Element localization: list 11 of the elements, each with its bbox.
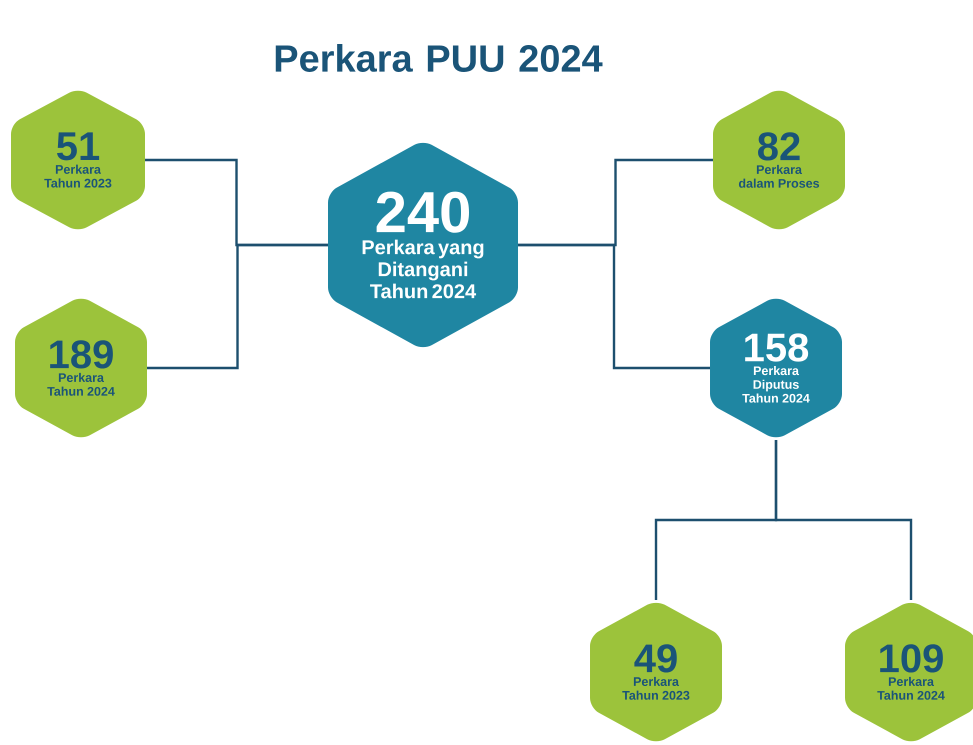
title: Perkara PUU 2024 xyxy=(276,44,602,72)
hexagon: 240 Perkara yang Ditangani Tahun 2024 xyxy=(328,142,518,348)
hexagon: 109 Perkara Tahun 2024 xyxy=(845,602,973,742)
hexagon: 51 Perkara Tahun 2023 xyxy=(11,90,145,230)
hexagon: 82 Perkara dalam Proses xyxy=(713,90,846,230)
connector-line xyxy=(147,244,328,370)
hexagon: 49 Perkara Tahun 2023 xyxy=(590,602,722,742)
hexagon: 158 Perkara Diputus Tahun 2024 xyxy=(710,298,842,438)
hexagon: 189 Perkara Tahun 2024 xyxy=(15,298,147,438)
connector-line xyxy=(774,440,912,600)
connector-line xyxy=(518,244,710,370)
